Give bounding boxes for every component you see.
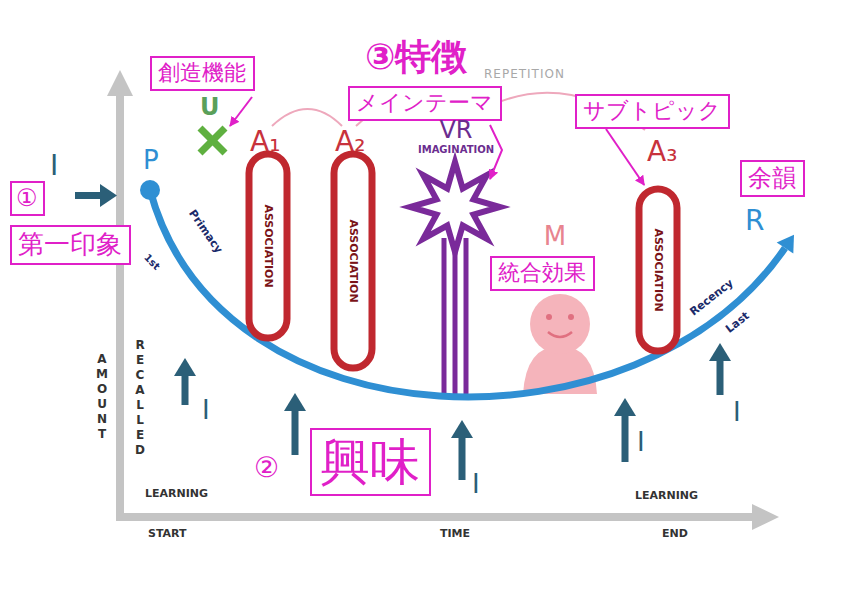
- input-arrow: [709, 343, 731, 361]
- input-label: I: [202, 396, 210, 426]
- x-axis: [116, 513, 754, 521]
- callout-number: ②: [254, 452, 279, 484]
- input-arrow: [182, 374, 189, 405]
- input-arrow: [459, 436, 466, 480]
- association-loop: ASSOCIATION: [245, 150, 291, 342]
- point-label: M: [544, 222, 566, 252]
- imagination-stem: [442, 238, 447, 396]
- leader-arrow: [606, 129, 644, 185]
- input-arrow: [717, 359, 724, 395]
- axis-label: END: [662, 528, 688, 541]
- annotation-text: 興味: [320, 432, 420, 492]
- loop-outline-shape: [249, 154, 287, 338]
- annotation-box: 第一印象: [10, 225, 131, 265]
- annotation-box: 興味: [310, 428, 431, 496]
- annotation-box: 余韻: [740, 160, 805, 197]
- point-label: A₃: [647, 136, 677, 168]
- phase-label: IMAGINATION: [418, 144, 494, 156]
- axis-label: RECALLED: [134, 338, 146, 458]
- annotation-text: ①: [16, 184, 38, 213]
- input-label: I: [733, 398, 741, 428]
- association-text: ASSOCIATION: [652, 228, 665, 311]
- start-dot: [140, 180, 160, 200]
- input-arrow: [451, 420, 473, 438]
- axis-label: LEARNING: [145, 488, 208, 501]
- annotation-text: 創造機能: [158, 60, 246, 86]
- point-label: A₁: [250, 126, 280, 158]
- annotation-text: 余韻: [748, 164, 796, 193]
- association-text: ASSOCIATION: [347, 219, 360, 302]
- point-label: P: [143, 146, 159, 176]
- annotation-box: 創造機能: [150, 56, 255, 91]
- axis-label: LEARNING: [635, 490, 698, 503]
- y-axis: [116, 92, 124, 521]
- smiley-eye: [568, 314, 574, 320]
- annotation-box: メインテーマ: [348, 86, 502, 121]
- association-loop: ASSOCIATION: [330, 150, 376, 372]
- point-label: A₂: [335, 126, 365, 158]
- leader-line: [230, 97, 252, 126]
- input-label: I: [472, 470, 480, 500]
- annotation-box: 統合効果: [490, 256, 595, 291]
- annotation-text: サブトピック: [583, 98, 721, 124]
- phase-label: REPETITION: [484, 68, 565, 82]
- smiley-mouth: [548, 332, 572, 337]
- point-label: U: [200, 94, 220, 122]
- annotation-text: 統合効果: [498, 260, 586, 286]
- axis-label: START: [148, 528, 187, 541]
- input-arrow: [75, 192, 102, 199]
- axis-label: AMOUNT: [96, 352, 108, 442]
- smiley-head: [530, 294, 590, 354]
- point-label: VR: [439, 117, 472, 145]
- section-heading: ③特徴: [365, 36, 467, 77]
- annotation-box: サブトピック: [575, 94, 730, 129]
- loop-outline-shape: [639, 189, 677, 351]
- loop-outline-shape: [334, 154, 372, 368]
- point-label: R: [745, 205, 764, 237]
- input-arrow: [174, 358, 196, 376]
- curve-label: Primacy: [186, 208, 225, 256]
- annotation-text: メインテーマ: [356, 90, 493, 116]
- input-arrow: [100, 184, 117, 207]
- callout-box: ①: [10, 181, 45, 216]
- input-arrow: [614, 398, 636, 416]
- input-label: I: [637, 428, 645, 458]
- recall-curve: [150, 190, 785, 397]
- y-axis-head: [107, 70, 133, 96]
- input-label: I: [50, 150, 58, 182]
- curve-arrowhead: [777, 235, 794, 254]
- repetition-arc: [272, 109, 342, 126]
- input-arrow: [622, 414, 629, 462]
- association-text: ASSOCIATION: [262, 204, 275, 287]
- input-arrow: [284, 393, 306, 411]
- imagination-stem: [464, 238, 469, 396]
- annotation-text: 第一印象: [18, 229, 122, 260]
- association-loop: ASSOCIATION: [635, 185, 681, 355]
- curve-label: 1st: [142, 252, 163, 273]
- x-axis-head: [752, 504, 779, 530]
- cross-mark: [200, 128, 225, 153]
- imagination-stem: [453, 240, 458, 398]
- imagination-star: [410, 162, 500, 252]
- cross-mark: [200, 128, 225, 153]
- input-arrow: [292, 409, 299, 455]
- smiley-eye: [546, 314, 552, 320]
- axis-label: TIME: [440, 528, 470, 541]
